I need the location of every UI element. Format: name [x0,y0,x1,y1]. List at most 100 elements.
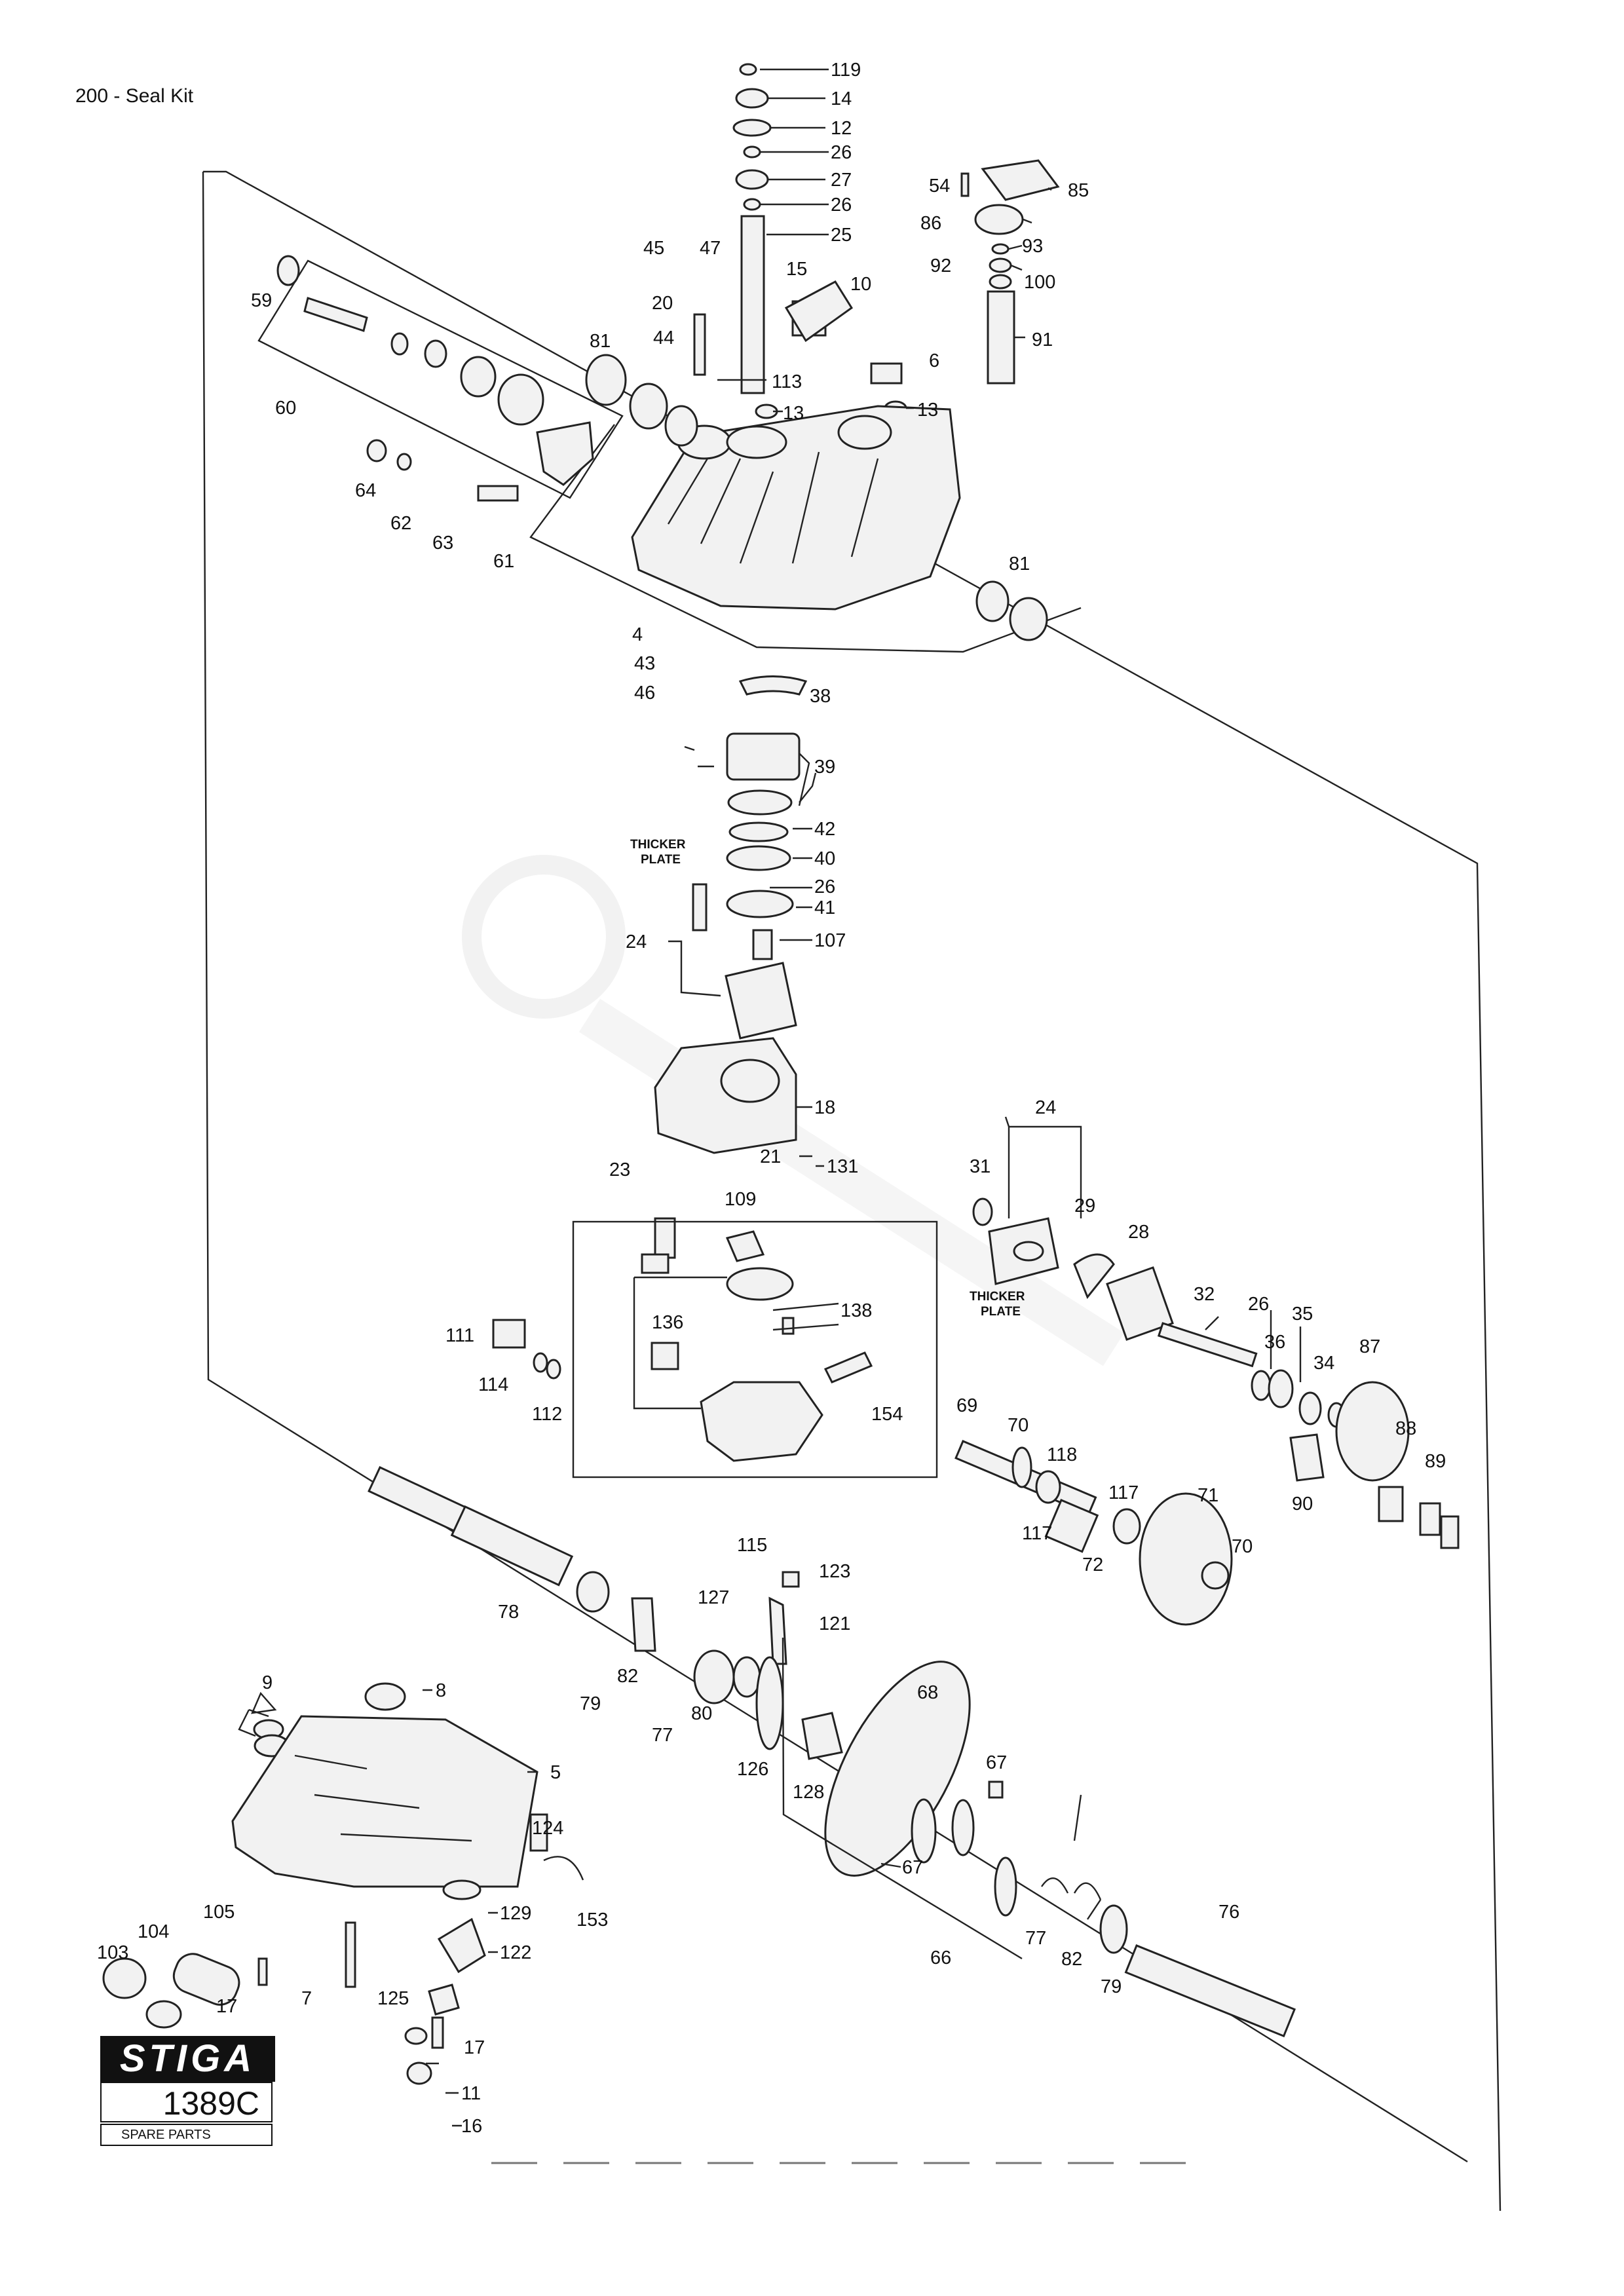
callout-label: 80 [691,1703,712,1724]
callout-label: 36 [1264,1332,1285,1353]
callout-label: 118 [1047,1444,1077,1465]
callout-label: 61 [493,551,514,572]
callout-label: 12 [831,118,852,139]
callout-label: 46 [634,683,655,704]
callout-label: 44 [653,328,674,348]
callout-label: 119 [831,60,861,81]
callout-label: 90 [1292,1494,1313,1515]
spare-parts-label: SPARE PARTS [100,2124,273,2146]
model-code: 1389C [100,2082,273,2122]
callout-label: 92 [930,255,951,276]
callout-label: 6 [929,350,939,371]
callout-label: 43 [634,653,655,674]
callout-label: 10 [850,274,871,295]
callout-label: 78 [498,1602,519,1623]
thicker-plate-note-2: THICKER PLATE [970,1290,1025,1319]
callout-label: 93 [1022,236,1043,257]
callout-label: 62 [390,513,411,534]
callout-label: 16 [461,2116,482,2137]
callout-label: 100 [1024,272,1055,293]
swash-stack [726,675,810,918]
note-thicker-1a: THICKER [630,838,686,852]
callout-label: 47 [700,238,721,259]
callout-label: 104 [138,1921,169,1942]
callout-label: 113 [772,371,802,392]
callout-label: 17 [216,1996,237,2017]
callout-label: 81 [590,331,611,352]
control-shaft-right [960,159,1060,385]
callout-label: 68 [917,1682,938,1703]
callout-label: 26 [831,142,852,163]
pump-assembly [641,883,797,1274]
callout-label: 23 [609,1159,630,1180]
callout-label: 154 [871,1404,903,1425]
callout-label: 67 [902,1857,923,1878]
callout-label: 24 [626,932,647,952]
callout-label: 64 [355,480,376,501]
callout-label: 67 [986,1752,1007,1773]
callout-label: 60 [275,398,296,419]
note-thicker-2b: PLATE [981,1305,1021,1319]
callout-label: 109 [725,1189,756,1210]
gear-train [368,1440,1296,2038]
callout-label: 89 [1425,1451,1446,1472]
stiga-logo: STIGA [100,2036,275,2082]
callout-label: 131 [827,1156,858,1177]
callout-label: 21 [760,1146,781,1167]
callout-label: 14 [831,88,852,109]
leader-lines [238,68,1302,2127]
callout-label: 114 [478,1374,508,1395]
callout-label: 54 [929,176,950,197]
callout-label: 40 [814,848,835,869]
lower-housing-5 [102,1682,584,2085]
callout-label: 31 [970,1156,991,1177]
callout-label: 82 [617,1666,638,1687]
callout-label: 27 [831,170,852,191]
callout-label: 153 [576,1910,608,1930]
callout-label: 121 [819,1613,850,1634]
callout-label: 4 [632,624,643,645]
callout-label: 87 [1359,1336,1380,1357]
callout-label: 45 [643,238,664,259]
callout-label: 5 [550,1762,561,1783]
callout-label: 91 [1032,329,1053,350]
callout-label: 26 [814,876,835,897]
callout-label: 18 [814,1097,835,1118]
callout-label: 69 [956,1395,977,1416]
callout-label: 32 [1194,1284,1215,1305]
callout-label: 41 [814,897,835,918]
motor-assembly-right [972,1197,1460,1549]
thicker-plate-note-1: THICKER PLATE [630,838,686,867]
callout-label: 66 [930,1948,951,1968]
callout-label: 9 [262,1672,273,1693]
callout-label: 39 [814,757,835,778]
callout-label: 25 [831,225,852,246]
note-thicker-1b: PLATE [641,853,681,867]
callout-label: 117 [1022,1523,1052,1544]
callout-label: 105 [203,1902,235,1923]
callout-label: 71 [1198,1485,1218,1506]
callout-label: 29 [1074,1195,1095,1216]
callout-label: 79 [1101,1976,1122,1997]
note-thicker-2a: THICKER [970,1290,1025,1304]
callout-label: 17 [464,2037,485,2058]
callout-label: 88 [1395,1418,1416,1439]
callout-label: 128 [793,1782,824,1803]
callout-label: 8 [436,1680,446,1701]
callout-label: 86 [920,213,941,234]
callout-label: 123 [819,1561,850,1582]
callout-label: 28 [1128,1222,1149,1243]
callout-label: 72 [1082,1554,1103,1575]
callout-label: 125 [377,1988,409,2009]
left-small-parts [276,255,1048,641]
callout-label: 122 [500,1942,531,1963]
callout-label: 77 [1025,1928,1046,1949]
stiga-logo-block: STIGA 1389C SPARE PARTS [100,2036,275,2147]
callout-label: 26 [831,195,852,216]
callout-label: 34 [1313,1353,1334,1374]
callout-label: 26 [1248,1294,1269,1315]
callout-label: 126 [737,1759,768,1780]
charge-pump-box-109 [572,1220,938,1478]
callout-label: 35 [1292,1304,1313,1325]
